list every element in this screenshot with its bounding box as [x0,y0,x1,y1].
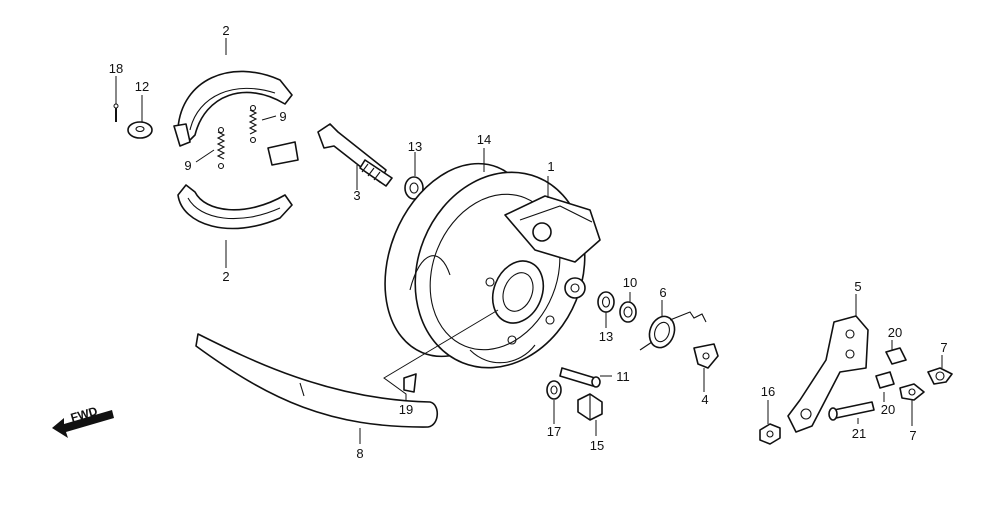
label-2-lower: 2 [222,269,229,284]
label-14: 14 [477,132,491,147]
dust-seal-upper [404,176,424,200]
label-10: 10 [623,275,637,290]
label-8: 8 [356,446,363,461]
washer-12 [127,121,153,139]
label-20-upper: 20 [888,325,902,340]
wing-nut-lower [899,383,925,401]
brake-arm [787,315,869,433]
label-2-upper: 2 [222,23,229,38]
label-5: 5 [854,279,861,294]
o-ring-10 [619,301,637,323]
label-12: 12 [135,79,149,94]
fwd-arrow-icon [52,410,114,438]
nut-16 [759,423,781,445]
part-labels: 1 2 2 3 4 5 6 7 7 8 9 9 10 11 12 13 13 1… [69,23,948,461]
label-13-lower: 13 [599,329,613,344]
hose-clamp [403,373,417,393]
spring-right [248,104,258,144]
label-13-upper: 13 [408,139,422,154]
breather-hose [195,333,439,428]
joint-pin-lower [875,371,895,389]
wing-nut-upper [927,367,953,385]
return-spring [639,311,707,351]
joint-pin-upper [885,347,907,365]
bolt-21 [828,401,875,421]
label-20-lower: 20 [881,402,895,417]
label-21: 21 [852,426,866,441]
label-19: 19 [399,402,413,417]
label-1: 1 [547,159,554,174]
brake-shoe-upper [173,70,293,147]
cotter-pin [113,103,119,122]
label-18: 18 [109,61,123,76]
indicator-plate [693,343,719,369]
label-7-lower: 7 [909,428,916,443]
label-4: 4 [701,392,708,407]
label-3: 3 [353,188,360,203]
label-11: 11 [616,369,630,384]
label-7-upper: 7 [940,340,947,355]
bolt-11 [559,367,601,388]
leader-lines [115,38,943,444]
label-16: 16 [761,384,775,399]
brake-panel [384,162,601,369]
bolt-15 [577,393,603,421]
brake-shoe-lower [177,141,299,230]
brake-cam-shaft [317,123,393,187]
label-9-left: 9 [184,158,191,173]
spring-left [216,126,226,170]
label-17: 17 [547,424,561,439]
label-15: 15 [590,438,604,453]
washer-17 [546,380,562,400]
dust-seal-lower [597,291,615,313]
label-6: 6 [659,285,666,300]
label-9-right: 9 [279,109,286,124]
